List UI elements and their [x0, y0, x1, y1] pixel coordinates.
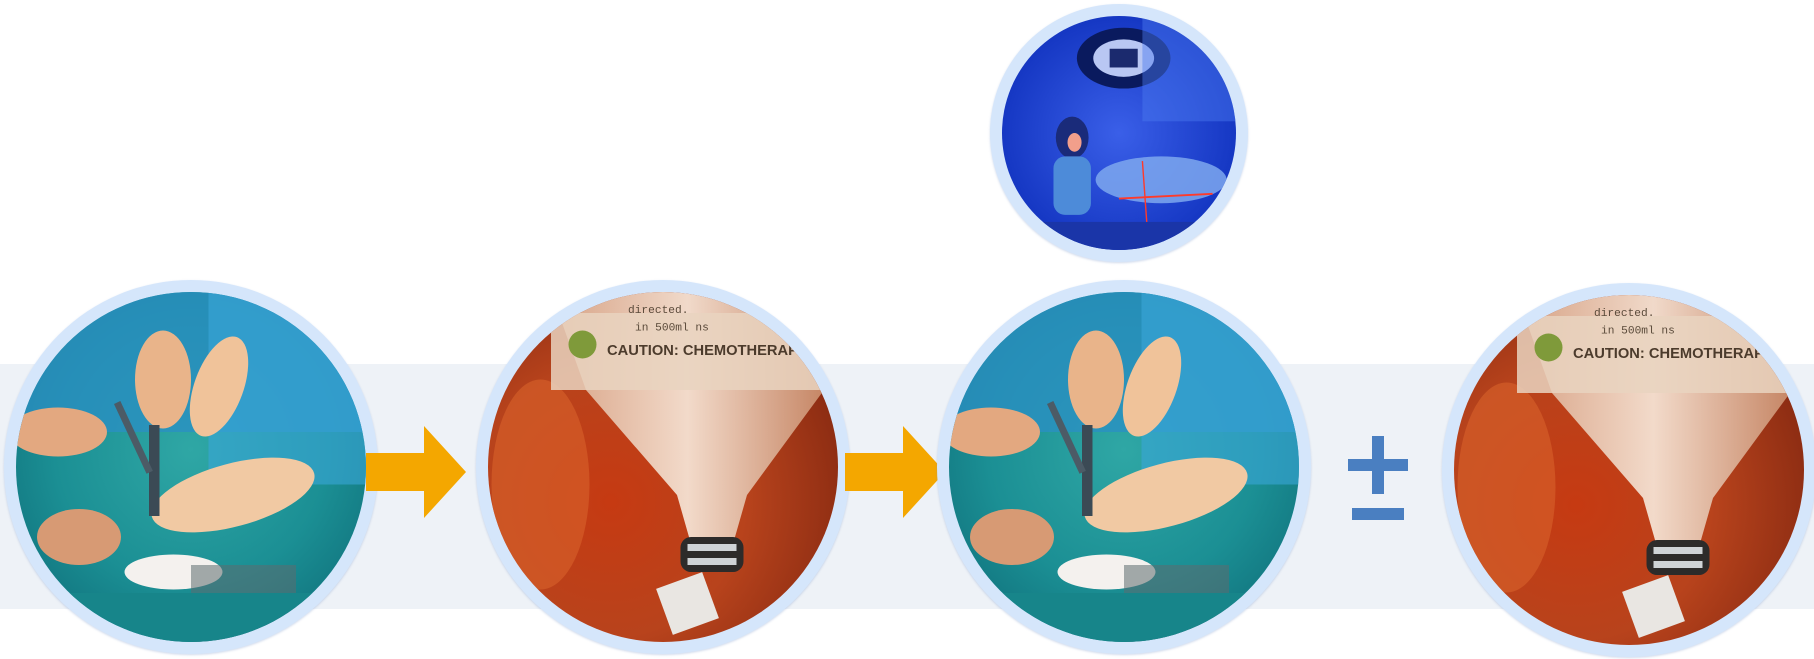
chemo-label-text: CAUTION: CHEMOTHERAPY — [1573, 346, 1774, 362]
surgery-photo — [949, 292, 1299, 642]
chemo-line1-text: directed. — [628, 305, 688, 317]
chemotherapy-step: CAUTION: CHEMOTHERAPY directed. in 500ml… — [1442, 283, 1814, 657]
arrow-right-icon — [366, 426, 466, 518]
plus-minus-icon — [1346, 436, 1410, 522]
arrow-right-icon — [845, 426, 945, 518]
chemo-line1-text: directed. — [1594, 308, 1654, 320]
surgery-photo — [16, 292, 366, 642]
chemo-line2-text: in 500ml ns — [1601, 326, 1675, 338]
surgery-step — [4, 280, 378, 654]
radiotherapy-photo — [1002, 16, 1236, 250]
surgery-step — [937, 280, 1311, 654]
chemotherapy-photo: CAUTION: CHEMOTHERAPY directed. in 500ml… — [1454, 295, 1804, 645]
chemotherapy-step: CAUTION: CHEMOTHERAPY directed. in 500ml… — [476, 280, 850, 654]
chemotherapy-photo: CAUTION: CHEMOTHERAPY directed. in 500ml… — [488, 292, 838, 642]
radiotherapy-step — [990, 4, 1248, 262]
chemo-label-text: CAUTION: CHEMOTHERAPY — [607, 343, 808, 359]
chemo-line2-text: in 500ml ns — [635, 323, 709, 335]
